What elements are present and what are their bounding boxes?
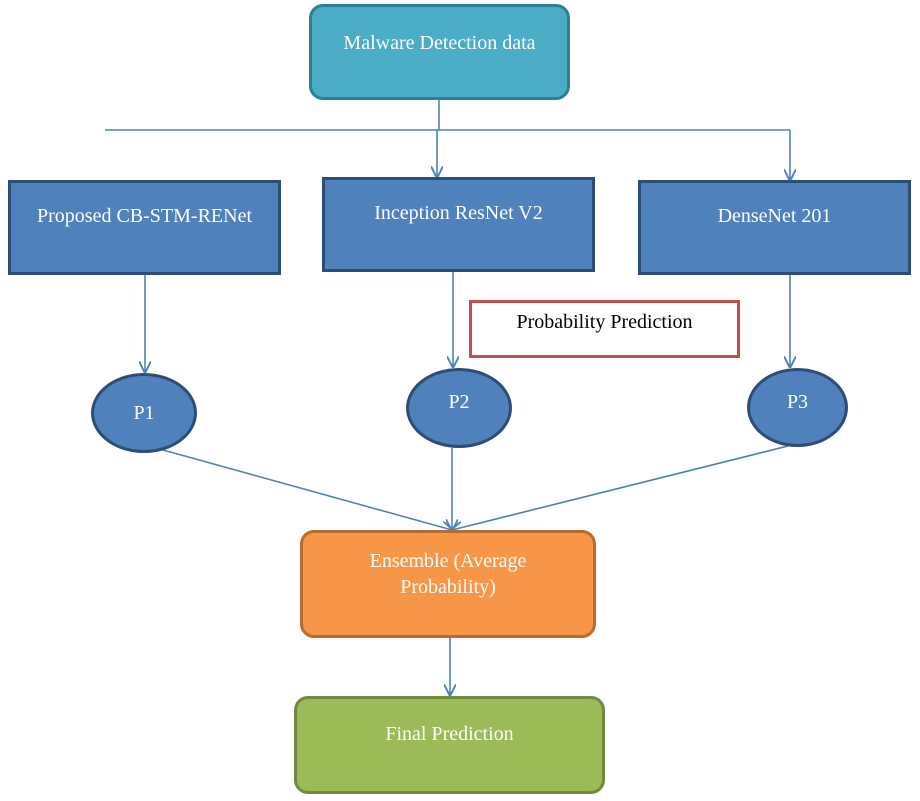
- probability-label-p2: P2: [448, 391, 470, 413]
- arrow-p3-to-ensemble: [452, 445, 789, 530]
- probability-node-p2: P2: [406, 368, 512, 448]
- probability-node-p3: P3: [747, 368, 848, 447]
- probability-prediction-label: Probability Prediction: [516, 311, 693, 333]
- arrow-p1-to-ensemble: [162, 449, 452, 530]
- model-label-cb-stm-renet: Proposed CB-STM-RENet: [37, 204, 252, 227]
- final-prediction-label: Final Prediction: [385, 723, 514, 745]
- probability-prediction-legend: Probability Prediction: [469, 300, 740, 358]
- model-label-inception-resnet: Inception ResNet V2: [374, 201, 543, 224]
- probability-label-p3: P3: [786, 390, 809, 413]
- model-label-densenet: DenseNet 201: [717, 204, 832, 227]
- ensemble-label: Ensemble (Average Probability): [369, 550, 527, 598]
- model-box-densenet: DenseNet 201: [638, 180, 911, 275]
- ensemble-box: Ensemble (Average Probability): [300, 530, 596, 638]
- model-box-cb-stm-renet: Proposed CB-STM-RENet: [8, 180, 281, 275]
- final-prediction-box: Final Prediction: [294, 696, 605, 794]
- malware-detection-data-label: Malware Detection data: [343, 32, 536, 54]
- model-box-inception-resnet: Inception ResNet V2: [322, 177, 595, 272]
- malware-detection-data-box: Malware Detection data: [309, 4, 570, 100]
- probability-node-p1: P1: [91, 373, 197, 453]
- probability-label-p1: P1: [133, 402, 155, 424]
